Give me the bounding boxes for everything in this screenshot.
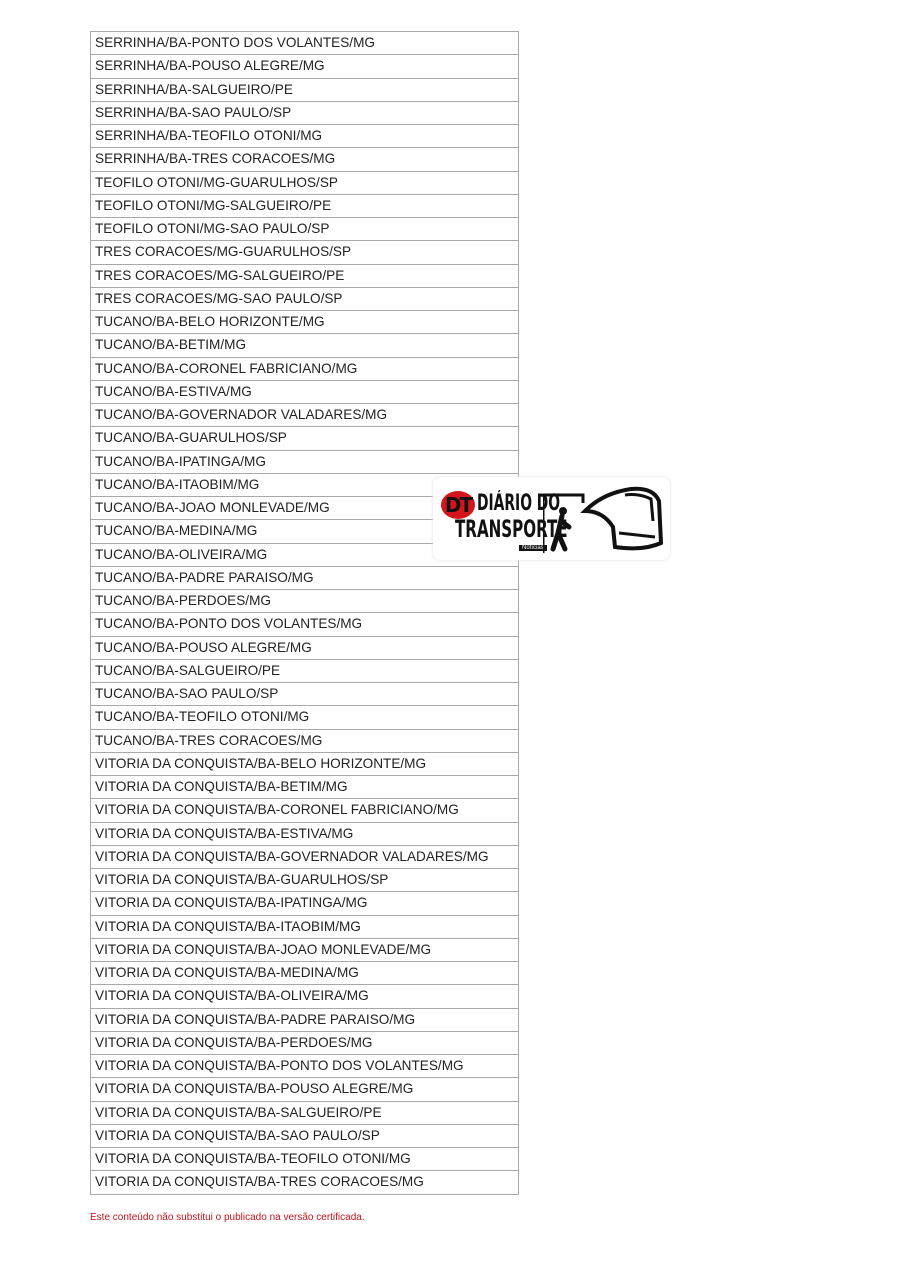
route-cell: SERRINHA/BA-SAO PAULO/SP bbox=[90, 100, 519, 126]
table-row: VITORIA DA CONQUISTA/BA-CORONEL FABRICIA… bbox=[90, 798, 519, 823]
route-cell: VITORIA DA CONQUISTA/BA-GOVERNADOR VALAD… bbox=[90, 844, 519, 870]
table-row: SERRINHA/BA-TRES CORACOES/MG bbox=[90, 147, 519, 172]
table-row: TUCANO/BA-PONTO DOS VOLANTES/MG bbox=[90, 612, 519, 637]
table-row: TUCANO/BA-TEOFILO OTONI/MG bbox=[90, 705, 519, 730]
route-cell: TUCANO/BA-BETIM/MG bbox=[90, 333, 519, 358]
route-cell: TUCANO/BA-IPATINGA/MG bbox=[90, 449, 519, 474]
table-row: TUCANO/BA-PADRE PARAISO/MG bbox=[90, 565, 519, 591]
table-row: TUCANO/BA-TRES CORACOES/MG bbox=[90, 728, 519, 753]
route-cell: VITORIA DA CONQUISTA/BA-BELO HORIZONTE/M… bbox=[90, 751, 519, 777]
table-row: SERRINHA/BA-SAO PAULO/SP bbox=[90, 100, 519, 126]
route-cell: TUCANO/BA-GUARULHOS/SP bbox=[90, 426, 519, 451]
table-row: TRES CORACOES/MG-GUARULHOS/SP bbox=[90, 240, 519, 265]
bus-pedestrian-icon bbox=[543, 486, 664, 553]
table-row: TUCANO/BA-ESTIVA/MG bbox=[90, 379, 519, 405]
table-row: VITORIA DA CONQUISTA/BA-ITAOBIM/MG bbox=[90, 914, 519, 939]
certification-disclaimer: Este conteúdo não substitui o publicado … bbox=[90, 1212, 365, 1223]
route-cell: TUCANO/BA-ESTIVA/MG bbox=[90, 379, 519, 405]
table-row: VITORIA DA CONQUISTA/BA-PADRE PARAISO/MG bbox=[90, 1007, 519, 1032]
table-row: SERRINHA/BA-TEOFILO OTONI/MG bbox=[90, 123, 519, 149]
route-cell: TUCANO/BA-SALGUEIRO/PE bbox=[90, 658, 519, 684]
route-cell: VITORIA DA CONQUISTA/BA-PERDOES/MG bbox=[90, 1030, 519, 1056]
logo-badge: DT bbox=[441, 491, 475, 519]
table-row: VITORIA DA CONQUISTA/BA-OLIVEIRA/MG bbox=[90, 984, 519, 1009]
route-cell: SERRINHA/BA-TEOFILO OTONI/MG bbox=[90, 123, 519, 149]
route-cell: TUCANO/BA-TEOFILO OTONI/MG bbox=[90, 705, 519, 730]
table-row: VITORIA DA CONQUISTA/BA-SALGUEIRO/PE bbox=[90, 1100, 519, 1125]
table-row: TUCANO/BA-CORONEL FABRICIANO/MG bbox=[90, 356, 519, 381]
route-cell: VITORIA DA CONQUISTA/BA-PADRE PARAISO/MG bbox=[90, 1007, 519, 1032]
route-cell: VITORIA DA CONQUISTA/BA-ESTIVA/MG bbox=[90, 821, 519, 846]
route-cell: TEOFILO OTONI/MG-GUARULHOS/SP bbox=[90, 170, 519, 195]
table-row: VITORIA DA CONQUISTA/BA-PONTO DOS VOLANT… bbox=[90, 1053, 519, 1079]
route-cell: VITORIA DA CONQUISTA/BA-CORONEL FABRICIA… bbox=[90, 798, 519, 823]
logo-line-2: TRANSPORTE bbox=[455, 515, 568, 543]
diario-do-transporte-watermark-logo: DT DIÁRIO DO TRANSPORTE Notícias bbox=[433, 477, 670, 560]
route-cell: TUCANO/BA-POUSO ALEGRE/MG bbox=[90, 635, 519, 660]
route-cell: VITORIA DA CONQUISTA/BA-IPATINGA/MG bbox=[90, 891, 519, 916]
table-row: VITORIA DA CONQUISTA/BA-GOVERNADOR VALAD… bbox=[90, 844, 519, 870]
table-row: TEOFILO OTONI/MG-SALGUEIRO/PE bbox=[90, 193, 519, 219]
route-cell: VITORIA DA CONQUISTA/BA-SALGUEIRO/PE bbox=[90, 1100, 519, 1125]
table-row: TUCANO/BA-SALGUEIRO/PE bbox=[90, 658, 519, 684]
table-row: VITORIA DA CONQUISTA/BA-PERDOES/MG bbox=[90, 1030, 519, 1056]
table-row: TUCANO/BA-BELO HORIZONTE/MG bbox=[90, 309, 519, 335]
route-cell: TUCANO/BA-PERDOES/MG bbox=[90, 588, 519, 614]
table-row: VITORIA DA CONQUISTA/BA-BETIM/MG bbox=[90, 774, 519, 800]
route-cell: VITORIA DA CONQUISTA/BA-JOAO MONLEVADE/M… bbox=[90, 937, 519, 963]
route-cell: VITORIA DA CONQUISTA/BA-OLIVEIRA/MG bbox=[90, 984, 519, 1009]
table-row: SERRINHA/BA-SALGUEIRO/PE bbox=[90, 77, 519, 102]
route-cell: TUCANO/BA-GOVERNADOR VALADARES/MG bbox=[90, 402, 519, 428]
table-row: TUCANO/BA-SAO PAULO/SP bbox=[90, 681, 519, 707]
table-row: TUCANO/BA-PERDOES/MG bbox=[90, 588, 519, 614]
route-cell: TUCANO/BA-PONTO DOS VOLANTES/MG bbox=[90, 612, 519, 637]
table-row: VITORIA DA CONQUISTA/BA-GUARULHOS/SP bbox=[90, 867, 519, 893]
table-row: VITORIA DA CONQUISTA/BA-TRES CORACOES/MG bbox=[90, 1170, 519, 1195]
table-row: VITORIA DA CONQUISTA/BA-ESTIVA/MG bbox=[90, 821, 519, 846]
route-cell: VITORIA DA CONQUISTA/BA-TEOFILO OTONI/MG bbox=[90, 1146, 519, 1172]
route-cell: TEOFILO OTONI/MG-SALGUEIRO/PE bbox=[90, 193, 519, 219]
table-row: SERRINHA/BA-POUSO ALEGRE/MG bbox=[90, 54, 519, 79]
route-cell: VITORIA DA CONQUISTA/BA-MEDINA/MG bbox=[90, 960, 519, 986]
route-cell: TUCANO/BA-PADRE PARAISO/MG bbox=[90, 565, 519, 591]
route-cell: TUCANO/BA-TRES CORACOES/MG bbox=[90, 728, 519, 753]
route-cell: SERRINHA/BA-TRES CORACOES/MG bbox=[90, 147, 519, 172]
route-cell: VITORIA DA CONQUISTA/BA-ITAOBIM/MG bbox=[90, 914, 519, 939]
table-row: TUCANO/BA-IPATINGA/MG bbox=[90, 449, 519, 474]
route-cell: SERRINHA/BA-SALGUEIRO/PE bbox=[90, 77, 519, 102]
table-row: VITORIA DA CONQUISTA/BA-MEDINA/MG bbox=[90, 960, 519, 986]
route-cell: TRES CORACOES/MG-SALGUEIRO/PE bbox=[90, 263, 519, 288]
table-row: TEOFILO OTONI/MG-SAO PAULO/SP bbox=[90, 216, 519, 242]
table-row: TUCANO/BA-GOVERNADOR VALADARES/MG bbox=[90, 402, 519, 428]
table-row: TUCANO/BA-POUSO ALEGRE/MG bbox=[90, 635, 519, 660]
route-cell: VITORIA DA CONQUISTA/BA-POUSO ALEGRE/MG bbox=[90, 1077, 519, 1102]
route-cell: TRES CORACOES/MG-GUARULHOS/SP bbox=[90, 240, 519, 265]
logo-subtitle: Notícias bbox=[519, 545, 547, 551]
table-row: VITORIA DA CONQUISTA/BA-JOAO MONLEVADE/M… bbox=[90, 937, 519, 963]
table-row: TEOFILO OTONI/MG-GUARULHOS/SP bbox=[90, 170, 519, 195]
route-cell: TEOFILO OTONI/MG-SAO PAULO/SP bbox=[90, 216, 519, 242]
route-cell: TUCANO/BA-SAO PAULO/SP bbox=[90, 681, 519, 707]
table-row: VITORIA DA CONQUISTA/BA-TEOFILO OTONI/MG bbox=[90, 1146, 519, 1172]
route-cell: TUCANO/BA-CORONEL FABRICIANO/MG bbox=[90, 356, 519, 381]
table-row: TRES CORACOES/MG-SALGUEIRO/PE bbox=[90, 263, 519, 288]
route-cell: SERRINHA/BA-PONTO DOS VOLANTES/MG bbox=[90, 30, 519, 56]
route-cell: VITORIA DA CONQUISTA/BA-SAO PAULO/SP bbox=[90, 1123, 519, 1149]
route-cell: TRES CORACOES/MG-SAO PAULO/SP bbox=[90, 286, 519, 312]
route-cell: SERRINHA/BA-POUSO ALEGRE/MG bbox=[90, 54, 519, 79]
route-cell: VITORIA DA CONQUISTA/BA-BETIM/MG bbox=[90, 774, 519, 800]
table-row: TUCANO/BA-BETIM/MG bbox=[90, 333, 519, 358]
table-row: VITORIA DA CONQUISTA/BA-BELO HORIZONTE/M… bbox=[90, 751, 519, 777]
table-row: TRES CORACOES/MG-SAO PAULO/SP bbox=[90, 286, 519, 312]
table-row: VITORIA DA CONQUISTA/BA-SAO PAULO/SP bbox=[90, 1123, 519, 1149]
table-row: SERRINHA/BA-PONTO DOS VOLANTES/MG bbox=[90, 30, 519, 56]
route-cell: VITORIA DA CONQUISTA/BA-TRES CORACOES/MG bbox=[90, 1170, 519, 1195]
route-cell: VITORIA DA CONQUISTA/BA-GUARULHOS/SP bbox=[90, 867, 519, 893]
route-cell: TUCANO/BA-BELO HORIZONTE/MG bbox=[90, 309, 519, 335]
table-row: VITORIA DA CONQUISTA/BA-IPATINGA/MG bbox=[90, 891, 519, 916]
route-cell: VITORIA DA CONQUISTA/BA-PONTO DOS VOLANT… bbox=[90, 1053, 519, 1079]
table-row: VITORIA DA CONQUISTA/BA-POUSO ALEGRE/MG bbox=[90, 1077, 519, 1102]
table-row: TUCANO/BA-GUARULHOS/SP bbox=[90, 426, 519, 451]
